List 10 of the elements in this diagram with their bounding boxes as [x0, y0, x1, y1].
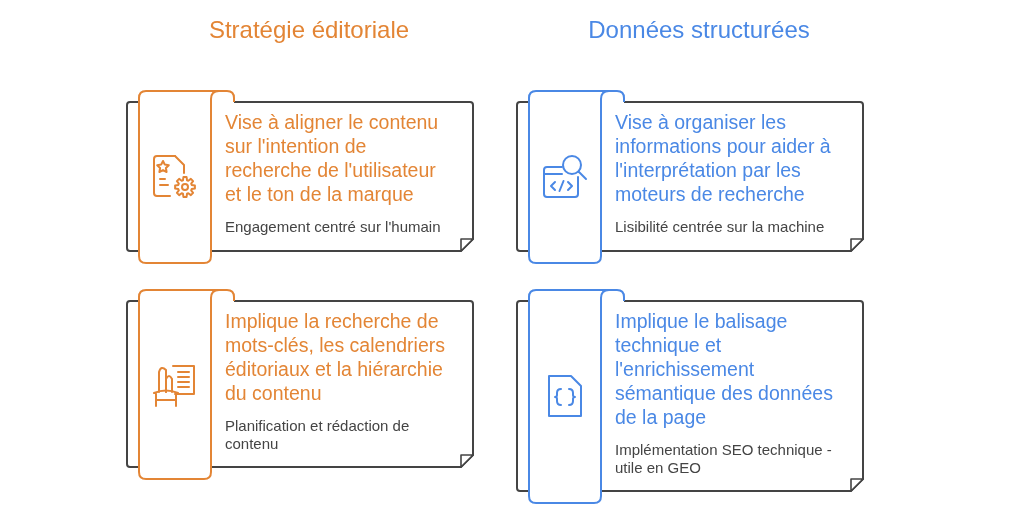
card-heading: Vise à aligner le contenu sur l'intention de recherche de l'utilisateur et le ton de la marque	[225, 110, 440, 206]
column-heading: Stratégie éditoriale	[208, 16, 410, 44]
column-heading: Données structurées	[588, 16, 810, 44]
card-subtext: Planification et rédaction de contenu	[225, 417, 411, 453]
card-heading: Vise à organiser les informations pour aider à l'interprétation par les moteurs de recherche	[615, 110, 832, 206]
card-heading: Implique la recherche de mots-clés, les calendriers éditoriaux et la hiérarchie du contenu	[225, 309, 446, 405]
card-subtext: Engagement centré sur l'humain	[225, 218, 442, 236]
card-subtext: Implémentation SEO technique - utile en GEO	[615, 441, 833, 477]
card-heading: Implique le balisage technique et l'enrichissement sémantique des données de la page	[615, 309, 834, 429]
card-subtext: Lisibilité centrée sur la machine	[615, 218, 826, 236]
